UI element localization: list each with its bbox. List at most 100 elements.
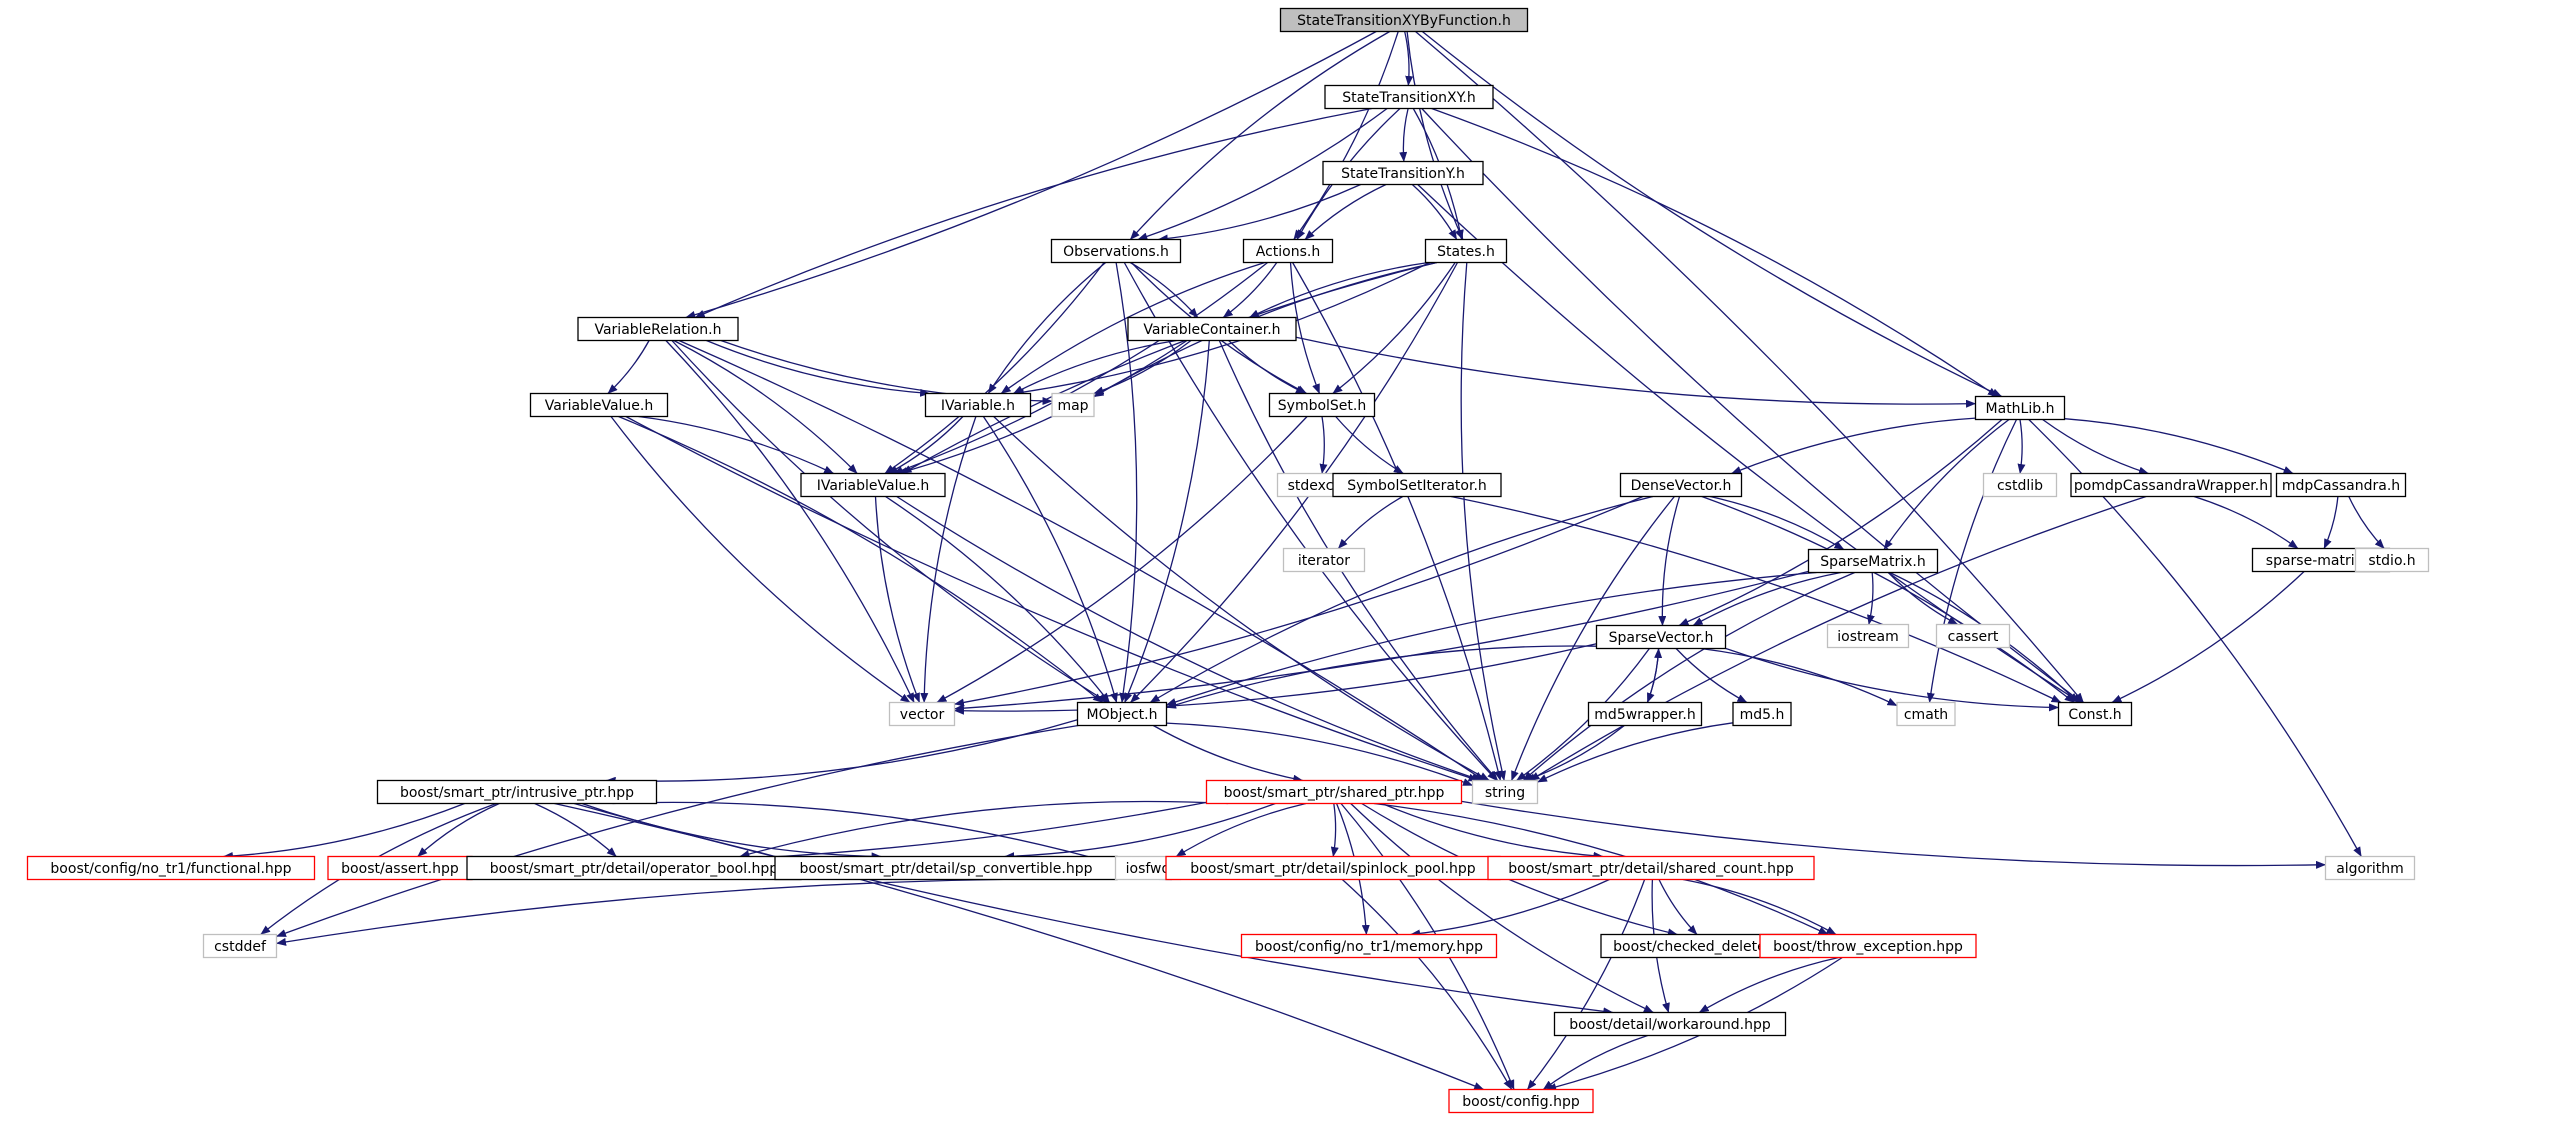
node-box bbox=[1896, 701, 1956, 727]
edge-vrel-to-vector bbox=[665, 340, 915, 703]
edge-sparsemat-to-mobject bbox=[1166, 571, 1817, 706]
edge-line bbox=[1373, 802, 1829, 936]
node-spconv[interactable]: boost/smart_ptr/detail/sp_convertible.hp… bbox=[774, 855, 1118, 881]
node-box bbox=[1240, 933, 1498, 959]
edge-line bbox=[1725, 647, 2059, 712]
node-vval[interactable]: VariableValue.h bbox=[529, 392, 669, 418]
node-mobject[interactable]: MObject.h bbox=[1076, 701, 1168, 727]
edge-line bbox=[1129, 30, 1391, 240]
node-sharedptr[interactable]: boost/smart_ptr/shared_ptr.hpp bbox=[1205, 779, 1463, 805]
node-label: boost/config/no_tr1/memory.hpp bbox=[1255, 939, 1483, 955]
edge-line bbox=[896, 495, 1482, 782]
node-assert[interactable]: boost/assert.hpp bbox=[327, 855, 473, 881]
node-obs[interactable]: Observations.h bbox=[1050, 238, 1182, 264]
edge-line bbox=[1887, 572, 1959, 626]
node-memory[interactable]: boost/config/no_tr1/memory.hpp bbox=[1240, 933, 1498, 959]
edge-mathlib-to-sparsemat bbox=[1883, 418, 2010, 550]
node-label: VariableRelation.h bbox=[594, 322, 721, 338]
edge-line bbox=[1883, 418, 2010, 550]
edge-vcont-to-ivarval bbox=[897, 339, 1188, 475]
node-md5[interactable]: md5.h bbox=[1732, 701, 1792, 727]
node-md5wrap[interactable]: md5wrapper.h bbox=[1587, 701, 1703, 727]
node-sparsevec[interactable]: SparseVector.h bbox=[1595, 624, 1727, 650]
node-box bbox=[1268, 392, 1376, 418]
node-const[interactable]: Const.h bbox=[2057, 701, 2133, 727]
edge-line bbox=[2193, 495, 2299, 550]
edge-vrel-to-mobject bbox=[671, 340, 1109, 704]
node-label: cstdlib bbox=[1997, 478, 2043, 494]
node-states[interactable]: States.h bbox=[1424, 238, 1508, 264]
node-vrel[interactable]: VariableRelation.h bbox=[577, 316, 739, 342]
node-mdpc[interactable]: mdpCassandra.h bbox=[2275, 472, 2407, 498]
node-box bbox=[1935, 623, 2011, 649]
node-sparsemat[interactable]: SparseMatrix.h bbox=[1807, 548, 1939, 574]
edge-line bbox=[605, 719, 1078, 785]
node-densevec[interactable]: DenseVector.h bbox=[1619, 472, 1743, 498]
edge-line bbox=[618, 415, 1103, 704]
node-throwexc[interactable]: boost/throw_exception.hpp bbox=[1759, 933, 1977, 959]
edge-line bbox=[936, 416, 1308, 704]
edge-states-to-vcont bbox=[1248, 261, 1429, 319]
node-box bbox=[1487, 855, 1815, 881]
edge-pomdpcw-to-sparsematrixh bbox=[2193, 495, 2299, 550]
node-label: md5wrapper.h bbox=[1594, 707, 1695, 723]
node-sty[interactable]: StateTransitionY.h bbox=[1322, 160, 1484, 186]
edge-intrusive-to-config bbox=[554, 802, 1485, 1091]
node-spinlock[interactable]: boost/smart_ptr/detail/spinlock_pool.hpp bbox=[1165, 855, 1501, 881]
edge-densevec-to-const bbox=[1701, 495, 2075, 704]
node-label: stdio.h bbox=[2368, 553, 2415, 569]
edge-line bbox=[1646, 648, 1663, 703]
edge-line bbox=[1222, 262, 1278, 319]
node-workaround[interactable]: boost/detail/workaround.hpp bbox=[1553, 1011, 1787, 1037]
edge-line bbox=[1701, 495, 2075, 704]
node-box bbox=[1826, 623, 1910, 649]
node-ivar[interactable]: IVariable.h bbox=[924, 392, 1032, 418]
node-symsetit[interactable]: SymbolSetIterator.h bbox=[1332, 472, 1502, 498]
edge-intrusive-to-functional bbox=[222, 802, 465, 860]
node-symset[interactable]: SymbolSet.h bbox=[1268, 392, 1376, 418]
node-mathlib[interactable]: MathLib.h bbox=[1974, 395, 2066, 421]
node-box bbox=[1332, 472, 1502, 498]
node-label: Observations.h bbox=[1063, 244, 1169, 260]
edge-line bbox=[2017, 419, 2026, 474]
edge-ivar-to-string bbox=[993, 416, 1490, 782]
edge-intrusive-to-spconv bbox=[581, 802, 882, 861]
edge-root-to-obs bbox=[1129, 30, 1391, 240]
node-box bbox=[2324, 855, 2416, 881]
edge-ivar-to-mobject bbox=[982, 416, 1118, 703]
node-sharedcount[interactable]: boost/smart_ptr/detail/shared_count.hpp bbox=[1487, 855, 1815, 881]
edge-line bbox=[685, 30, 1377, 319]
edge-vcont-to-ivar bbox=[1012, 339, 1177, 395]
edge-intrusive-to-opbool bbox=[534, 802, 617, 857]
edge-md5wrap-to-string bbox=[1525, 724, 1625, 782]
node-act[interactable]: Actions.h bbox=[1242, 238, 1334, 264]
edge-line bbox=[1319, 416, 1328, 474]
node-opbool[interactable]: boost/smart_ptr/detail/operator_bool.hpp bbox=[466, 855, 802, 881]
edge-stxy-to-sty bbox=[1399, 108, 1409, 162]
edge-line bbox=[1157, 183, 1361, 243]
node-label: sparse-matrix.h bbox=[2266, 553, 2376, 569]
node-label: Const.h bbox=[2068, 707, 2121, 723]
node-label: SparseVector.h bbox=[1609, 630, 1714, 646]
node-config[interactable]: boost/config.hpp bbox=[1448, 1088, 1594, 1114]
edge-states-to-symset bbox=[1332, 262, 1456, 395]
edge-line bbox=[1004, 802, 1276, 861]
edge-line bbox=[1149, 495, 1654, 704]
node-ivarval[interactable]: IVariableValue.h bbox=[800, 472, 946, 498]
node-vcont[interactable]: VariableContainer.h bbox=[1127, 316, 1297, 342]
edge-sty-to-states bbox=[1411, 184, 1458, 240]
edge-line bbox=[1166, 571, 1817, 706]
edge-line bbox=[417, 802, 500, 857]
edge-line bbox=[1646, 648, 1660, 703]
node-pomdpcw[interactable]: pomdpCassandraWrapper.h bbox=[2070, 472, 2272, 498]
node-functional[interactable]: boost/config/no_tr1/functional.hpp bbox=[26, 855, 316, 881]
edge-sharedptr-to-workaround bbox=[1350, 803, 1654, 1014]
node-intrusive[interactable]: boost/smart_ptr/intrusive_ptr.hpp bbox=[376, 779, 658, 805]
node-box bbox=[1324, 84, 1494, 110]
node-stxy[interactable]: StateTransitionXY.h bbox=[1324, 84, 1494, 110]
edge-line bbox=[673, 339, 858, 474]
edge-line bbox=[1013, 261, 1430, 397]
node-checkeddel[interactable]: boost/checked_delete.hpp bbox=[1600, 933, 1810, 959]
node-root[interactable]: StateTransitionXYByFunction.h bbox=[1279, 7, 1529, 33]
node-stdio: stdio.h bbox=[2354, 547, 2430, 573]
